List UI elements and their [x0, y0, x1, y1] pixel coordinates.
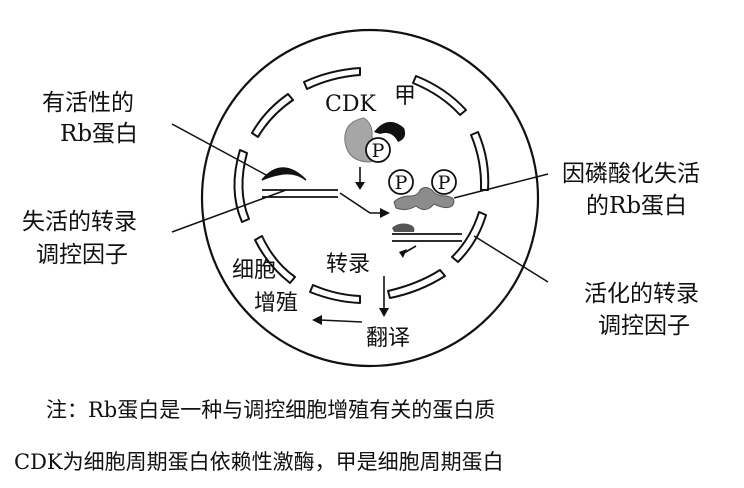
cell-membrane: [202, 30, 538, 366]
label-phospho-rb-1: 因磷酸化失活: [562, 161, 700, 187]
label-translation: 翻译: [366, 326, 410, 351]
label-active-rb-1: 有活性的: [42, 90, 134, 116]
label-phospho-rb-2: 的Rb蛋白: [586, 193, 687, 219]
activated-factor-protein: [392, 224, 414, 233]
active-rb-protein: [262, 168, 306, 180]
arrowhead: [312, 315, 322, 325]
note-line-2: CDK为细胞周期蛋白依赖性激酶，甲是细胞周期蛋白: [0, 446, 744, 476]
note-line-1: 注：Rb蛋白是一种与调控细胞增殖有关的蛋白质: [0, 394, 744, 424]
label-inactive-factor-2: 调控因子: [36, 242, 128, 268]
label-cell-prolif-2: 增殖: [254, 291, 298, 316]
label-jia: 甲: [394, 84, 416, 109]
inactive-transcription-factor: [262, 190, 338, 197]
label-active-rb-2: Rb蛋白: [60, 121, 138, 147]
activated-transcription-factor: [392, 234, 462, 241]
arrow-release: [340, 193, 382, 213]
phosphate-label-rb-2: P: [438, 172, 451, 194]
label-transcription: 转录: [326, 252, 370, 277]
phosphate-label-cdk: P: [372, 140, 385, 162]
arrowhead: [380, 208, 390, 218]
label-inactive-factor-1: 失活的转录: [22, 209, 137, 235]
label-activated-factor-1: 活化的转录: [584, 281, 699, 307]
arrowhead: [355, 182, 365, 190]
label-cell-prolif-1: 细胞: [232, 258, 276, 283]
label-cdk: CDK: [325, 92, 376, 117]
arrowhead: [399, 249, 407, 258]
arrow-to-proliferation: [320, 320, 362, 322]
label-activated-factor-2: 调控因子: [598, 313, 690, 339]
arrowhead: [379, 308, 389, 317]
phosphate-label-rb-1: P: [395, 172, 408, 194]
